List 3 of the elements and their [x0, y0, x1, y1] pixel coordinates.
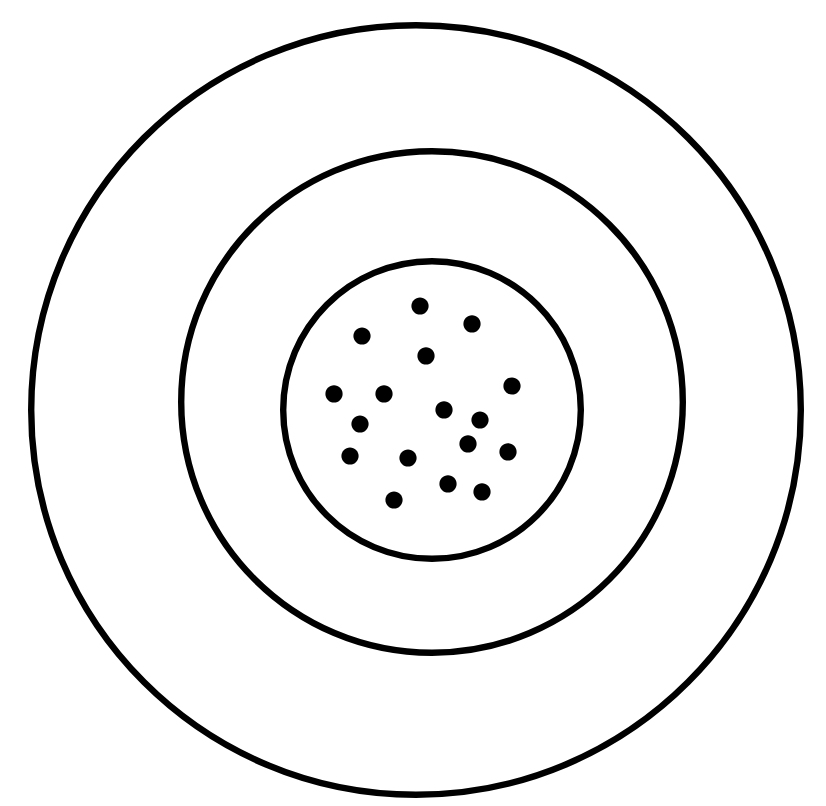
ring-circle — [280, 258, 584, 562]
ring-circle — [178, 148, 686, 656]
ring-circle — [28, 22, 804, 798]
